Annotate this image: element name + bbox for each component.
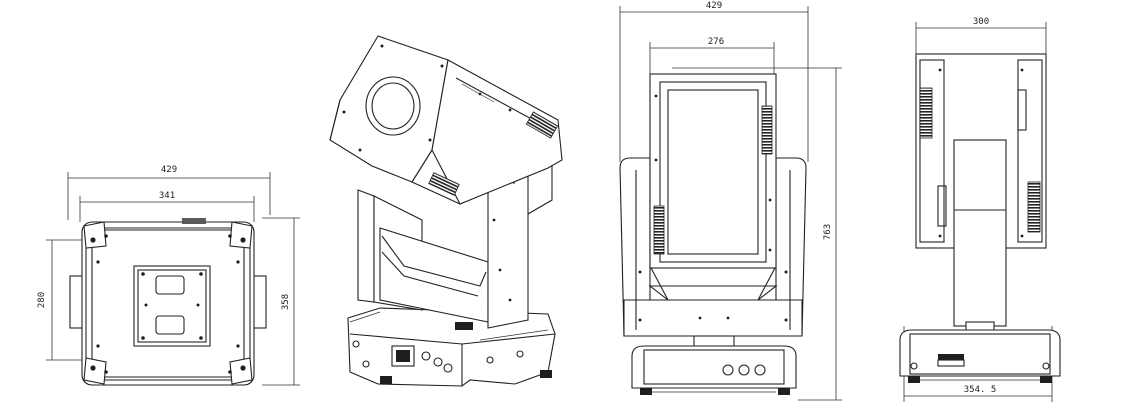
front-width-inner-label: 276 [708,37,724,47]
side-arm [953,139,1007,333]
bottom-height-left-label: 280 [37,292,47,308]
front-width-outer-label: 429 [706,1,722,11]
bottom-width-inner-dim: 341 [79,191,255,222]
front-height-dim: 763 [672,67,842,401]
iso-base [347,307,556,387]
front-width-inner-dim: 276 [649,37,775,76]
side-width-base-label: 354. 5 [964,385,997,395]
side-width-top-dim: 300 [915,17,1047,58]
front-width-outer-dim: 429 [619,1,809,162]
bottom-width-outer-label: 429 [161,165,177,175]
side-view: 300 354. 5 [899,17,1061,402]
front-yoke [619,157,807,337]
front-height-label: 763 [823,224,833,240]
bottom-height-right-dim: 358 [262,217,300,386]
iso-yoke-center [379,227,489,323]
bottom-height-right-label: 358 [281,294,291,310]
side-base [899,329,1061,383]
front-head [649,73,777,269]
mounting-plate [133,265,211,347]
front-view: 429 276 763 [619,1,842,401]
bottom-width-outer-dim: 429 [67,165,271,220]
side-width-top-label: 300 [973,17,989,27]
bottom-view: 429 341 280 358 [37,165,300,386]
isometric-view [329,35,563,387]
front-base [631,335,797,395]
iso-head [329,35,563,205]
bottom-width-inner-label: 341 [159,191,175,201]
